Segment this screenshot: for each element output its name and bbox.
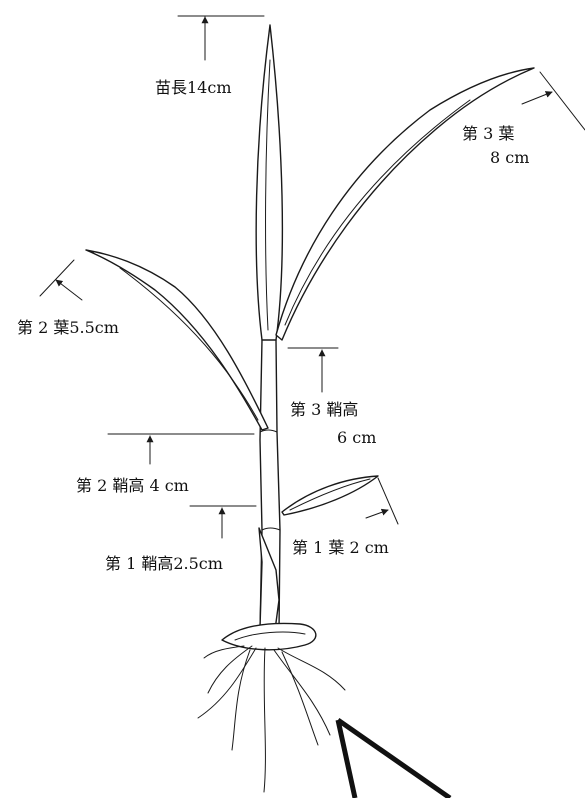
seed-shape (222, 623, 316, 649)
roots (198, 646, 345, 792)
sheath1-label: 第 1 鞘高2.5cm (105, 556, 223, 572)
leaf2-label: 第 2 葉5.5cm (17, 320, 119, 336)
sheath3-label: 第 3 鞘高 (290, 402, 358, 418)
sheath2-label: 第 2 鞘高 4 cm (76, 478, 189, 494)
leaf3-value-label: 8 cm (490, 150, 529, 166)
leaf1-shape (282, 476, 378, 515)
sheath3-value-label: 6 cm (337, 430, 376, 446)
leaf1-label: 第 1 葉 2 cm (292, 540, 389, 556)
first-sheath-shape (259, 528, 279, 630)
leaf3-label: 第 3 葉 (462, 126, 514, 142)
seedling-height-label: 苗長14cm (155, 80, 232, 96)
corner-triangle-shape (338, 720, 450, 798)
leaf2-shape (86, 250, 268, 430)
leaf3-shape (276, 68, 534, 340)
